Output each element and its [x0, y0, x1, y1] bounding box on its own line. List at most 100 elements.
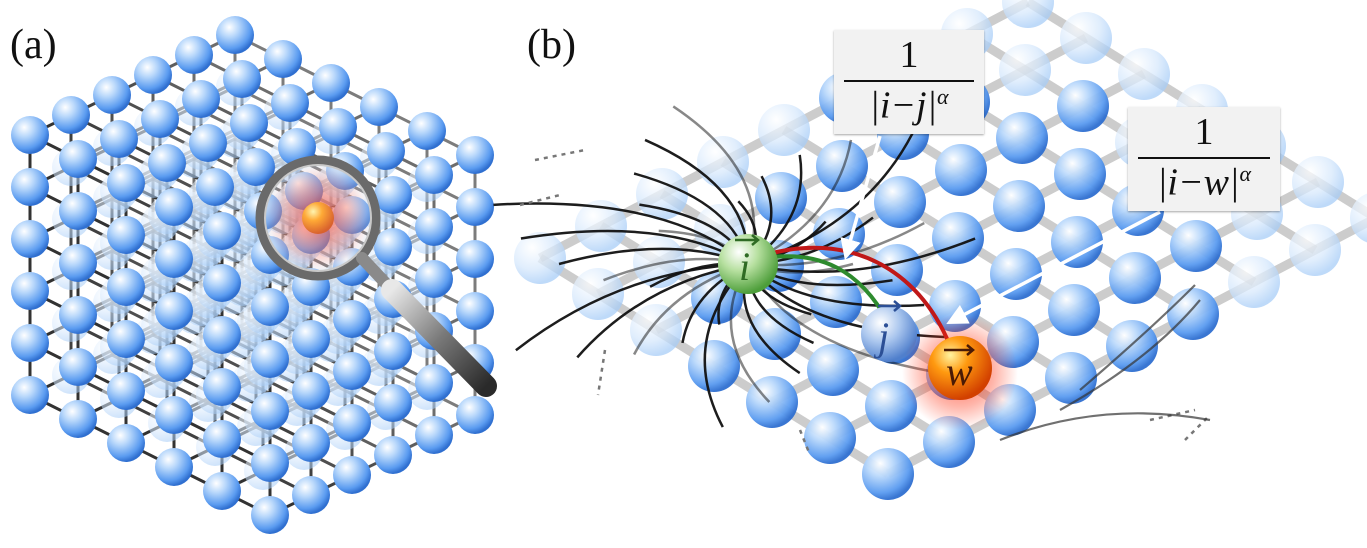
- dashed-line: [1149, 408, 1196, 422]
- atom: [360, 88, 398, 126]
- atom: [333, 404, 371, 442]
- atom: [203, 212, 241, 250]
- atom: [271, 84, 309, 122]
- atom: [189, 124, 227, 162]
- atom: [993, 180, 1045, 232]
- atom: [1289, 224, 1341, 276]
- atom: [59, 244, 97, 282]
- atom: [333, 456, 371, 494]
- atom: [1002, 0, 1054, 28]
- atom: [292, 424, 330, 462]
- atom: [203, 264, 241, 302]
- atom: [374, 436, 412, 474]
- atom: [251, 392, 289, 430]
- atom: [415, 208, 453, 246]
- atom: [816, 140, 868, 192]
- atom: [237, 148, 275, 186]
- atom: [11, 168, 49, 206]
- atom: [1118, 48, 1170, 100]
- atom: [155, 396, 193, 434]
- atom: [11, 324, 49, 362]
- atom: [203, 472, 241, 510]
- atom: [148, 144, 186, 182]
- atom: [996, 112, 1048, 164]
- dashed-line: [534, 148, 586, 162]
- atom: [292, 320, 330, 358]
- atom: [807, 344, 859, 396]
- atom: [312, 64, 350, 102]
- cubic-lattice-panel: (a): [10, 16, 497, 534]
- atom: [804, 412, 856, 464]
- atom: [333, 300, 371, 338]
- dashed-line: [519, 193, 561, 207]
- atom: [155, 240, 193, 278]
- atom: [107, 372, 145, 410]
- atom: [415, 156, 453, 194]
- atom: [374, 176, 412, 214]
- site-j-label: j: [873, 314, 889, 359]
- atom: [749, 308, 801, 360]
- arrow-to-ij-path: [840, 135, 882, 261]
- atom: [141, 100, 179, 138]
- site-j: j: [861, 300, 917, 362]
- atom: [630, 304, 682, 356]
- atom: [367, 132, 405, 170]
- atom: [59, 296, 97, 334]
- atom: [1051, 216, 1103, 268]
- atom: [408, 112, 446, 150]
- atom: [251, 288, 289, 326]
- atom: [196, 168, 234, 206]
- atom: [456, 136, 494, 174]
- atom: [155, 292, 193, 330]
- atom: [251, 496, 289, 534]
- atom: [107, 216, 145, 254]
- atom: [1167, 288, 1219, 340]
- atom: [862, 448, 914, 500]
- atom: [1228, 256, 1280, 308]
- atom: [11, 376, 49, 414]
- atom: [1292, 156, 1344, 208]
- atom: [415, 364, 453, 402]
- atom: [1060, 12, 1112, 64]
- arrow-to-iw-path: [946, 210, 1161, 324]
- atom: [107, 268, 145, 306]
- site-i-label: i: [739, 244, 750, 289]
- atom: [11, 272, 49, 310]
- coupling-line: [515, 262, 749, 352]
- atom: [264, 40, 302, 78]
- atom: [456, 292, 494, 330]
- atom: [374, 228, 412, 266]
- atom: [1054, 148, 1106, 200]
- atom: [999, 44, 1051, 96]
- atom: [1048, 284, 1100, 336]
- atom: [415, 260, 453, 298]
- atom: [107, 320, 145, 358]
- site-w: w: [902, 314, 1018, 430]
- atom: [59, 140, 97, 178]
- atom: [223, 60, 261, 98]
- cube-atoms: [11, 16, 494, 534]
- formula-box-iw: 1 |i−w|α: [1128, 107, 1280, 211]
- atom: [456, 240, 494, 278]
- atom: [100, 120, 138, 158]
- atom: [456, 396, 494, 434]
- atom: [93, 76, 131, 114]
- coupling-path-ij: [764, 254, 890, 323]
- atom: [374, 384, 412, 422]
- formula-ij-numerator: 1: [899, 34, 919, 76]
- atom: [155, 188, 193, 226]
- fraction-bar: [844, 80, 974, 82]
- atom: [230, 104, 268, 142]
- atom: [456, 188, 494, 226]
- atom: [251, 444, 289, 482]
- atom: [865, 380, 917, 432]
- panel-label-b: (b): [527, 22, 576, 68]
- atom: [319, 108, 357, 146]
- coupling-line: [999, 412, 1211, 442]
- atom: [374, 332, 412, 370]
- atom: [688, 340, 740, 392]
- atom: [251, 340, 289, 378]
- atom: [758, 104, 810, 156]
- coupling-line: [1079, 284, 1196, 391]
- coupling-line: [1059, 299, 1201, 411]
